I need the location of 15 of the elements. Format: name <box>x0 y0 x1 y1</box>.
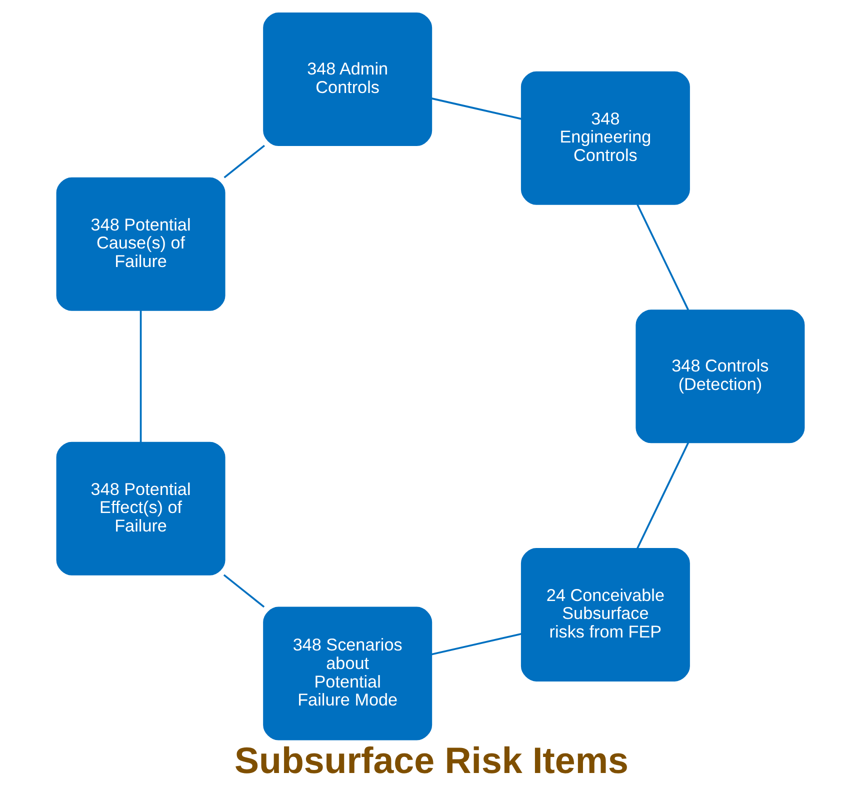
connector <box>140 310 142 442</box>
node-box: 24 Conceivable Subsurface risks from FEP <box>520 548 690 682</box>
connector <box>223 574 265 608</box>
connector <box>224 144 265 178</box>
connector <box>431 98 522 120</box>
node-box: 348 Scenarios about Potential Failure Mode <box>263 606 432 740</box>
node-box: 348 Admin Controls <box>263 12 432 146</box>
connector <box>636 204 690 310</box>
diagram-title: Subsurface Risk Items <box>234 740 628 781</box>
node-box: 348 Controls (Detection) <box>636 310 805 444</box>
node-box: 348 Engineering Controls <box>520 71 690 205</box>
node-box: 348 Potential Cause(s) of Failure <box>56 177 226 311</box>
connector <box>431 633 522 656</box>
connector <box>636 442 690 549</box>
node-box: 348 Potential Effect(s) of Failure <box>56 442 226 576</box>
